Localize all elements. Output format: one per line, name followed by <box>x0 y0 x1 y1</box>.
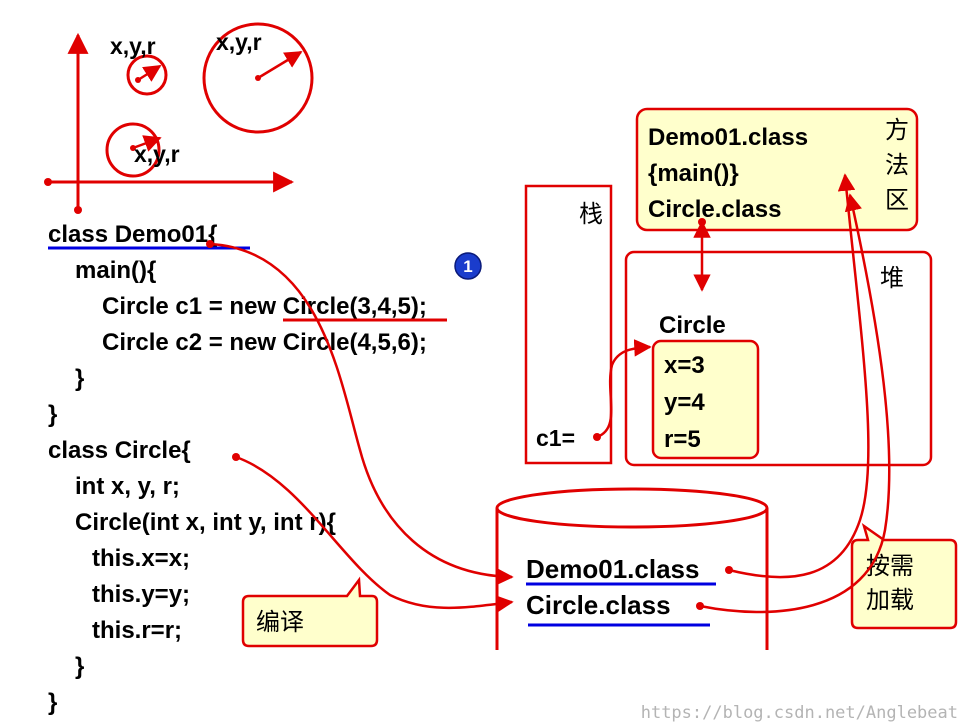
axis-origin-dot <box>74 206 82 214</box>
medium-circle-radius <box>132 135 162 152</box>
step-badge-number: 1 <box>463 257 472 276</box>
code-line: this.x=x; <box>92 545 190 572</box>
coord-label-medium: x,y,r <box>134 141 180 167</box>
code-line: this.y=y; <box>92 581 190 608</box>
disk-cylinder: Demo01.class Circle.class <box>495 487 769 650</box>
compile-callout: 编译 <box>241 576 379 648</box>
code-line: Circle c1 = new Circle(3,4,5); <box>102 293 427 320</box>
disk-file: Circle.class <box>526 590 671 620</box>
watermark: https://blog.csdn.net/Anglebeat <box>641 703 958 723</box>
code-line: } <box>75 653 84 680</box>
code-line: class Demo01{ <box>48 221 217 248</box>
stack-box <box>524 184 613 465</box>
method-area-label-char: 法 <box>885 151 909 179</box>
small-circle-radius <box>137 64 162 82</box>
code-line: class Circle{ <box>48 437 191 464</box>
load-callout: 按需 加载 <box>850 522 958 630</box>
small-circle-center <box>135 77 141 83</box>
medium-circle-center <box>130 145 136 151</box>
code-line: } <box>48 401 57 428</box>
coord-label-small: x,y,r <box>110 33 156 59</box>
heap-field: x=3 <box>664 352 705 379</box>
method-area-label-char: 区 <box>885 186 909 214</box>
compile-demo01-arrow <box>209 242 514 586</box>
code-line: int x, y, r; <box>75 473 180 500</box>
stack-label: 栈 <box>579 200 603 228</box>
compile-circle-arrow <box>235 455 514 613</box>
connector-arrows <box>206 173 891 614</box>
c1-to-heap-arrow <box>596 339 652 439</box>
large-circle-center <box>255 75 261 81</box>
heap-field: r=5 <box>664 426 701 453</box>
source-code: class Demo01{ main(){ Circle c1 = new Ci… <box>48 221 447 716</box>
axis-x-start-dot <box>44 178 52 186</box>
code-line: } <box>48 689 57 716</box>
small-circle <box>126 54 168 96</box>
method-area: Demo01.class {main()} Circle.class 方 法 区 <box>635 107 919 232</box>
method-area-line: Circle.class <box>648 196 781 223</box>
load-demo01-arrow <box>728 173 870 579</box>
code-line: Circle(int x, int y, int r){ <box>75 509 336 536</box>
load-callout-text: 按需 <box>866 552 914 580</box>
method-area-label-char: 方 <box>885 116 909 144</box>
stack-var-c1: c1= <box>536 425 575 451</box>
step-badge-circle <box>454 252 482 280</box>
code-line: this.r=r; <box>92 617 182 644</box>
code-line: main(){ <box>75 257 156 284</box>
cylinder-top <box>495 487 769 529</box>
heap-object-box <box>651 339 760 460</box>
heap-object-name: Circle <box>659 312 726 339</box>
method-area-line: {main()} <box>648 160 739 187</box>
compile-callout-text: 编译 <box>256 608 304 636</box>
load-callout-text: 加载 <box>866 586 914 614</box>
coord-label-large: x,y,r <box>216 29 262 55</box>
large-circle-radius <box>257 50 303 80</box>
heap-field: y=4 <box>664 389 705 416</box>
code-line: Circle c2 = new Circle(4,5,6); <box>102 329 427 356</box>
step-badge: 1 <box>454 252 482 280</box>
method-area-line: Demo01.class <box>648 124 808 151</box>
load-circle-arrow <box>699 193 891 614</box>
heap-label: 堆 <box>880 264 904 292</box>
heap-region: 堆 Circle x=3 y=4 r=5 <box>624 250 933 467</box>
stack-region: 栈 c1= <box>524 184 613 465</box>
code-line: } <box>75 365 84 392</box>
compile-callout-bubble <box>241 576 379 648</box>
coordinate-illustration: x,y,r x,y,r x,y,r <box>44 22 314 214</box>
disk-file: Demo01.class <box>526 554 699 584</box>
large-circle <box>202 22 314 134</box>
